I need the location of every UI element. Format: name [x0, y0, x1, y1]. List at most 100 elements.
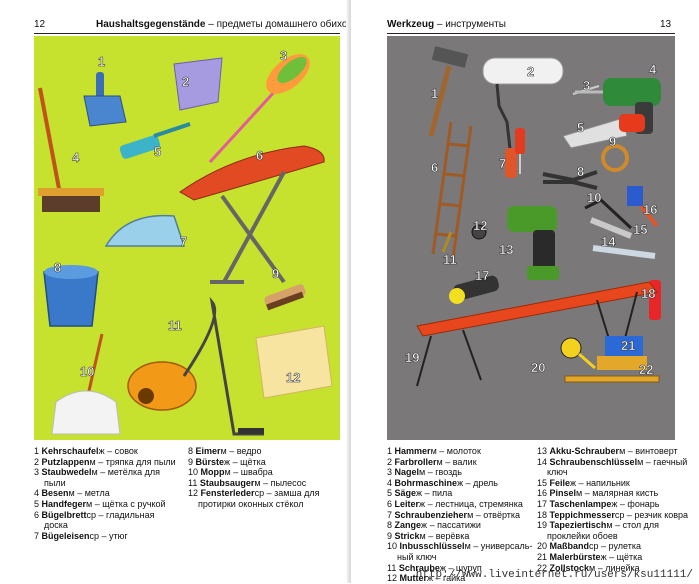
legend-term-de: Taschenlampe	[549, 498, 612, 509]
chamois-icon	[255, 325, 333, 399]
nut-icon	[471, 224, 487, 240]
legend-entry: 3 Staubwedel м – метёлка для	[34, 467, 184, 478]
legend-term-de: Staubwedel	[41, 467, 92, 478]
legend-entry: 10 Inbusschlüssel м – универсаль-	[387, 541, 533, 552]
paint-brush-icon	[627, 186, 659, 228]
legend-translation: ср – гладильная	[86, 509, 155, 520]
legend-translation: ж – пила	[416, 488, 453, 499]
legend-number: 13	[537, 446, 548, 456]
legend-translation: м – гвоздь	[419, 467, 462, 478]
legend-translation: м – щётка с ручкой	[86, 498, 166, 509]
legend-translation: м – ведро	[220, 446, 262, 456]
label-11: 11	[168, 318, 182, 333]
legend-number: 22	[537, 562, 548, 573]
cloth-icon	[173, 57, 223, 111]
legend-number: 3	[34, 467, 40, 478]
right-title-sep: –	[434, 19, 446, 30]
legend-number: 5	[34, 498, 40, 509]
legend-number: 7	[34, 530, 40, 541]
right-page: Werkzeug – инструменты 13	[351, 0, 699, 583]
tool-label-13: 13	[499, 242, 513, 257]
legend-translation: ж – фонарь	[611, 498, 660, 509]
tool-label-6: 6	[431, 160, 438, 175]
legend-entry: 15 Feile ж – напильник	[537, 478, 679, 489]
legend-entry: 17 Taschenlampe ж – фонарь	[537, 499, 679, 510]
legend-translation: м – универсаль-	[464, 541, 533, 552]
legend-translation: ср – замша для	[254, 488, 320, 499]
legend-term-de: Mutter	[399, 573, 428, 584]
legend-translation: м – линейка	[589, 562, 640, 573]
legend-number: 11	[188, 477, 198, 488]
household-drawing: 1 2 3 4 5 6 7 8 9 10 11 12	[38, 48, 333, 436]
legend-entry: 5 Handfeger м – щётка с ручкой	[34, 499, 184, 510]
legend-entry: 22 Zollstock м – линейка	[537, 563, 679, 574]
legend-number: 8	[188, 446, 194, 456]
left-title-de: Haushaltsgegenstände	[96, 19, 206, 30]
legend-translation: м – валик	[436, 456, 477, 467]
legend-term-de: Maßband	[549, 541, 590, 552]
legend-translation: ж – пассатижи	[421, 520, 481, 531]
legend-term-de: Staubsauger	[199, 477, 255, 488]
legend-number: 7	[387, 509, 393, 520]
label-6: 6	[256, 148, 263, 163]
legend-number: 12	[188, 488, 199, 499]
legend-entry: 12 Mutter ж – гайка	[387, 573, 533, 584]
legend-term-de: Farbroller	[394, 456, 437, 467]
legend-translation-continued: проклейки обоев	[547, 530, 618, 541]
legend-number: 16	[537, 488, 548, 499]
tools-illustration: 1 2 3 4 5 6 7 8 9 10 11 12 13 14 15 16 1…	[387, 36, 675, 440]
legend-number: 4	[387, 477, 393, 488]
legend-term-de: Besen	[41, 488, 69, 499]
legend-term-de: Malerbürste	[549, 551, 601, 562]
legend-term-de: Teppichmesser	[549, 509, 615, 520]
rope-icon	[601, 144, 629, 172]
legend-entry: 11 Schraube ж – шуруп	[387, 563, 533, 574]
legend-term-de: Akku-Schrauber	[549, 446, 620, 456]
tool-label-16: 16	[643, 202, 657, 217]
legend-translation: ж – напильник	[570, 477, 630, 488]
left-title-ru: предметы домашнего обихода	[216, 19, 359, 30]
legend-term-de: Schraubenzieher	[394, 509, 468, 520]
legend-number: 1	[34, 446, 40, 456]
legend-term-de: Kehrschaufel	[41, 446, 99, 456]
legend-term-de: Bürste	[195, 456, 225, 467]
bucket-icon	[43, 265, 99, 327]
legend-number: 8	[387, 520, 393, 531]
ironing-board-icon	[179, 145, 325, 284]
tool-label-7: 7	[499, 156, 506, 171]
legend-term-de: Handfeger	[41, 498, 87, 509]
legend-translation: м – молоток	[430, 446, 481, 456]
legend-entry: 11 Staubsauger м – пылесос	[188, 478, 346, 489]
label-10: 10	[80, 364, 94, 379]
legend-translation-continued: ключ	[547, 467, 568, 478]
legend-translation: ср – резчик ковра	[614, 509, 689, 520]
legend-entry: 14 Schraubenschlüssel м – гаечный	[537, 457, 687, 468]
hand-brush-icon	[119, 122, 191, 159]
legend-translation: м – метла	[68, 488, 110, 499]
left-page: 12 Haushaltsgegenstände – предметы домаш…	[0, 0, 359, 583]
legend-number: 6	[387, 498, 393, 509]
tool-label-12: 12	[473, 218, 487, 233]
wide-brush-icon	[597, 336, 647, 370]
left-page-number: 12	[34, 19, 46, 30]
legend-entry: 4 Besen м – метла	[34, 488, 184, 499]
label-4: 4	[72, 150, 80, 165]
allen-key-icon	[584, 198, 633, 230]
legend-translation: ср – рулетка	[589, 541, 641, 552]
tool-label-10: 10	[587, 190, 601, 205]
legend-entry: 2 Farbroller м – валик	[387, 457, 533, 468]
legend-term-de: Hammer	[394, 446, 431, 456]
legend-entry: 5 Säge ж – пила	[387, 488, 533, 499]
hammer-icon	[428, 46, 469, 137]
legend-entry: 9 Bürste ж – щётка	[188, 457, 346, 468]
legend-number: 17	[537, 498, 548, 509]
legend-term-de: Zange	[394, 520, 422, 531]
label-7: 7	[180, 234, 187, 249]
legend-entry: 13 Akku-Schrauber м – винтоверт	[537, 446, 679, 457]
vacuum-cleaner-icon	[127, 296, 264, 436]
label-3: 3	[280, 48, 287, 63]
legend-translation-continued: ный ключ	[397, 551, 437, 562]
legend-number: 19	[537, 520, 548, 531]
tool-label-5: 5	[577, 120, 584, 135]
